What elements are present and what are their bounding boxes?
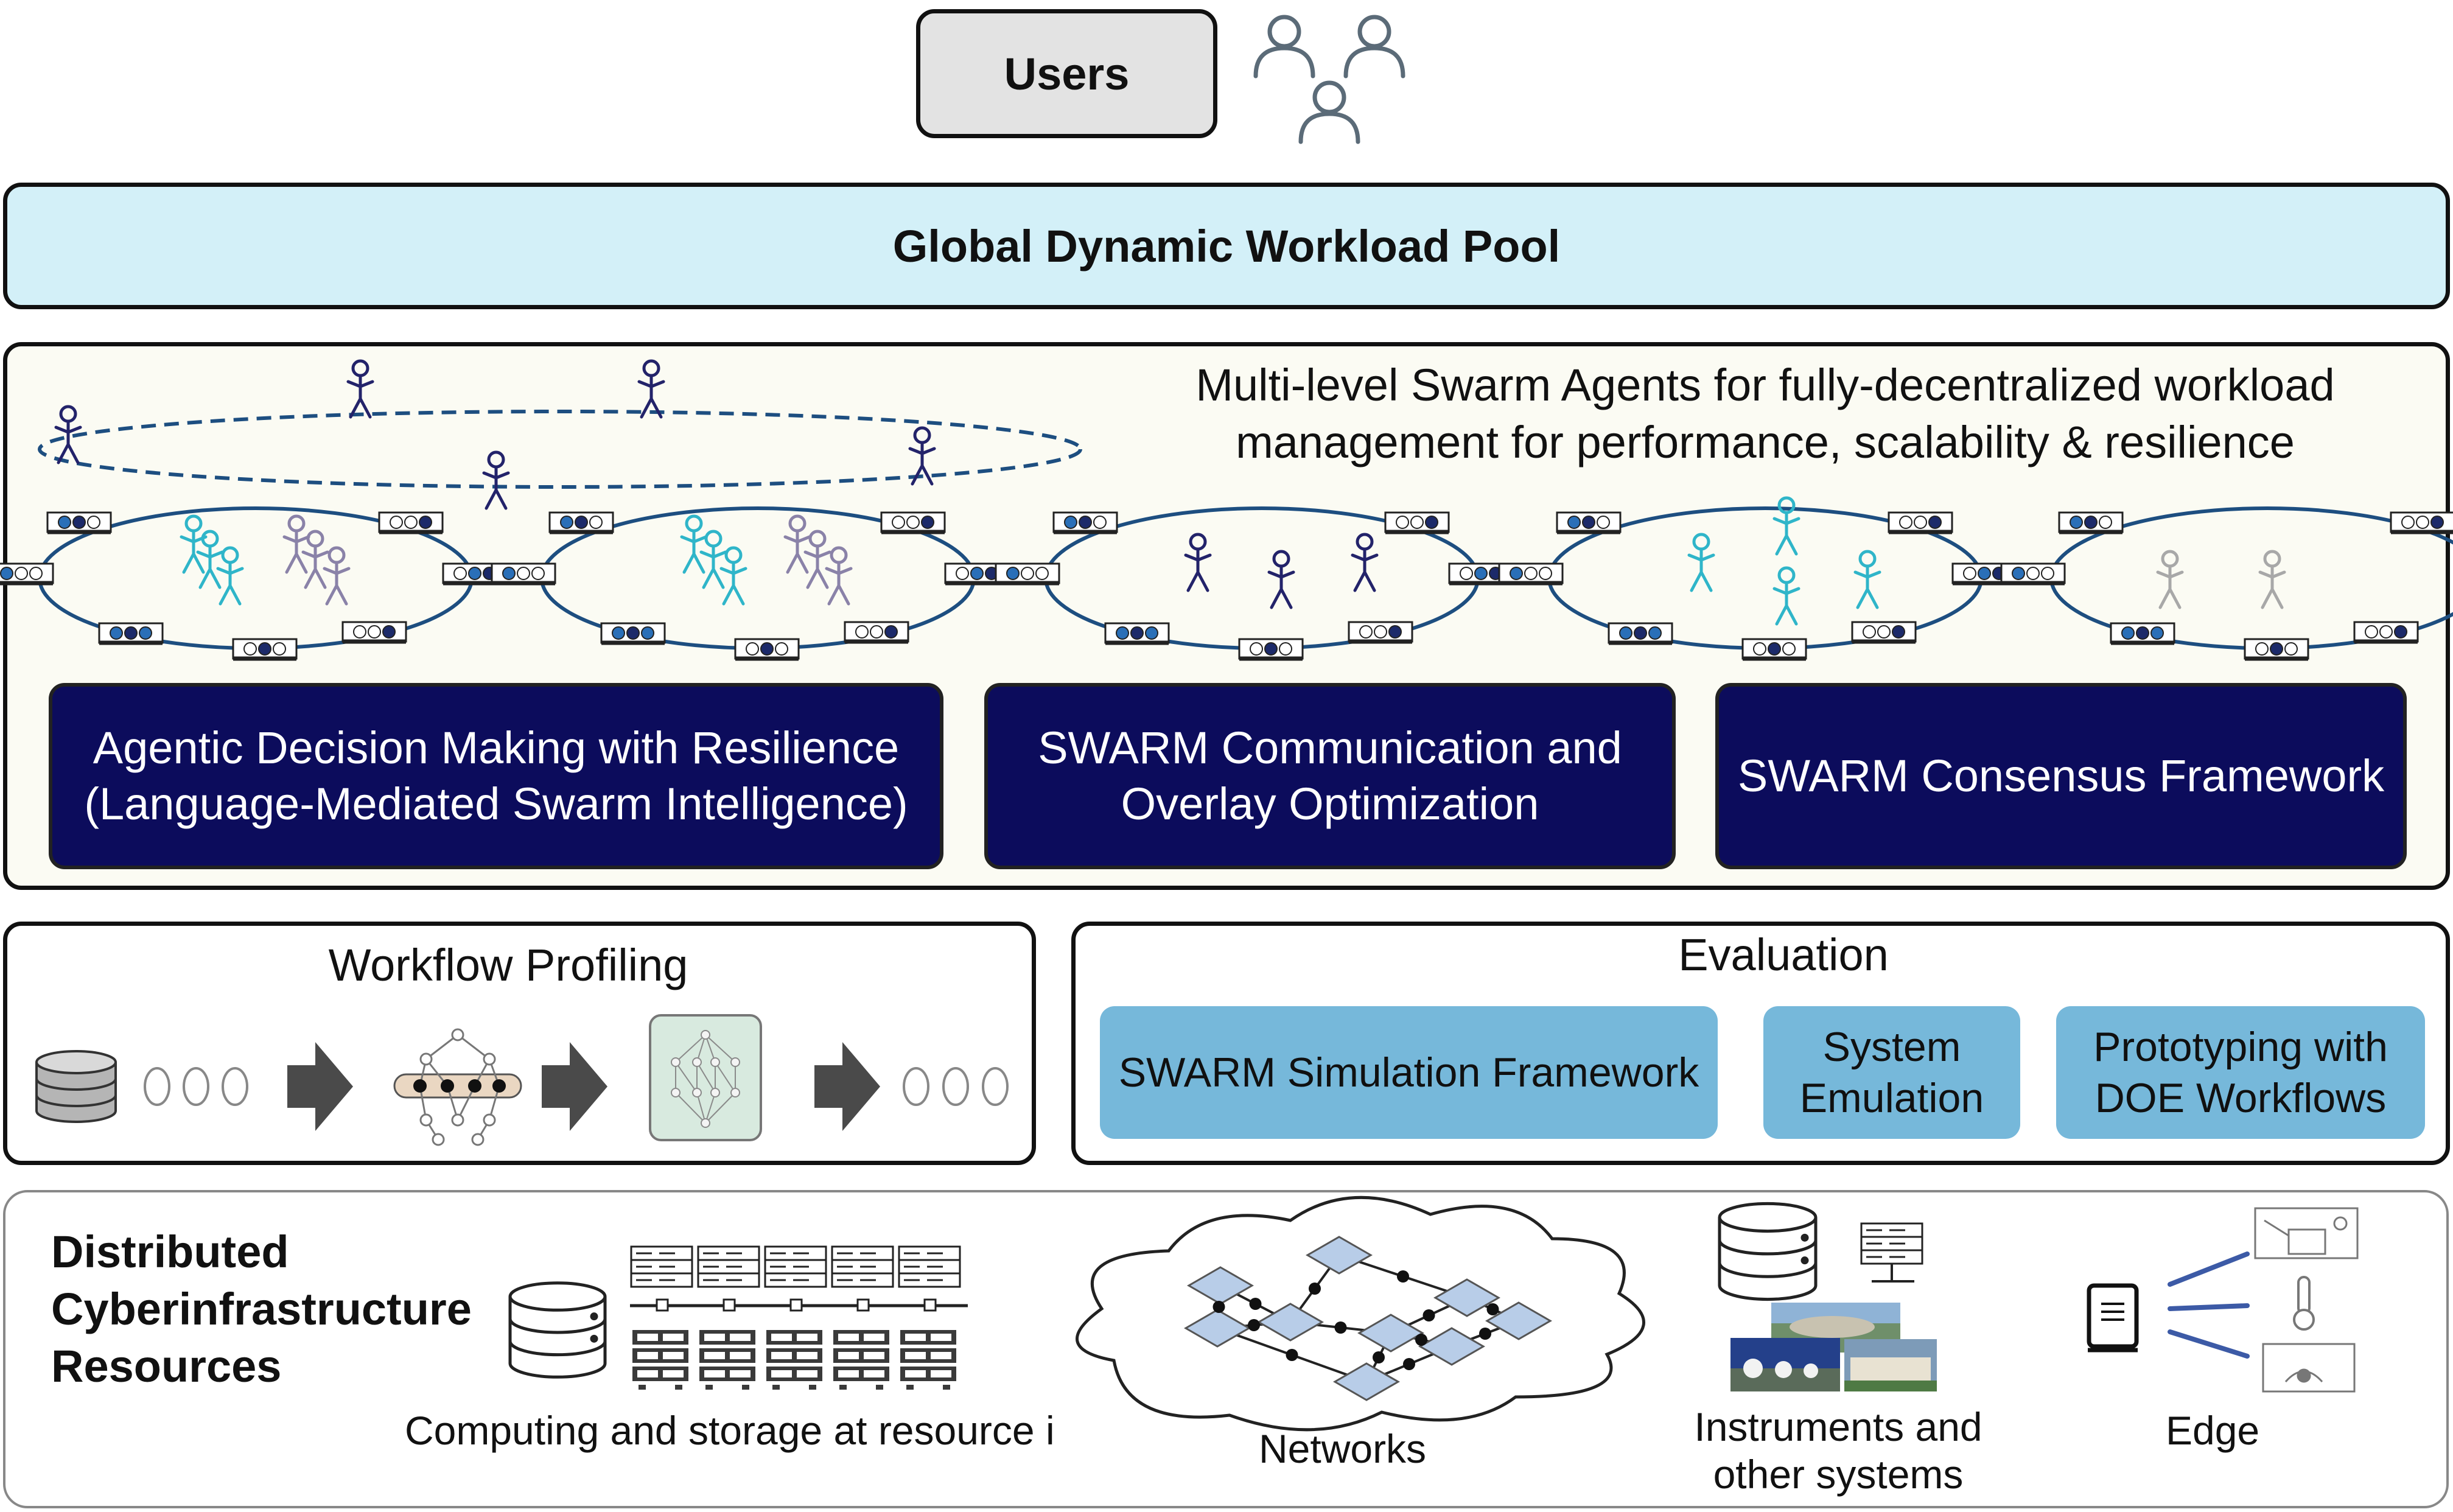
users-label: Users [1004, 48, 1130, 99]
simulation-framework-label: SWARM Simulation Framework [1118, 1049, 1699, 1096]
agentic-decision-line1: Agentic Decision Making with Resilience [93, 723, 900, 773]
doe-prototyping-box: Prototyping with DOE Workflows [2056, 1006, 2425, 1139]
instruments-line1: Instruments and [1694, 1404, 1982, 1449]
system-emulation-line2: Emulation [1799, 1075, 1984, 1121]
system-emulation-line1: System [1822, 1024, 1961, 1070]
workload-pool-label: Global Dynamic Workload Pool [892, 220, 1561, 271]
swarm-consensus-box: SWARM Consensus Framework [1715, 683, 2407, 869]
instruments-line2: other systems [1713, 1452, 1964, 1497]
networks-label: Networks [1259, 1426, 1427, 1471]
swarm-consensus-line1: SWARM Consensus Framework [1737, 751, 2385, 801]
swarm-communication-box: SWARM Communication and Overlay Optimiza… [984, 683, 1676, 869]
workflow-profiling-title-text: Workflow Profiling [328, 939, 688, 990]
agentic-decision-box: Agentic Decision Making with Resilience … [49, 683, 943, 869]
instruments-label: Instruments and other systems [1668, 1403, 2009, 1498]
system-emulation-box: System Emulation [1763, 1006, 2020, 1139]
doe-prototyping-line2: DOE Workflows [2094, 1075, 2387, 1121]
workload-pool-banner: Global Dynamic Workload Pool [3, 183, 2450, 309]
swarm-communication-line2: Overlay Optimization [1121, 779, 1539, 829]
swarm-communication-line1: SWARM Communication and [1038, 723, 1622, 773]
resources-title-line2: Cyberinfrastructure [51, 1284, 472, 1334]
simulation-framework-box: SWARM Simulation Framework [1100, 1006, 1718, 1139]
swarm-title: Multi-level Swarm Agents for fully-decen… [1126, 356, 2404, 472]
doe-prototyping-line1: Prototyping with [2093, 1024, 2388, 1070]
evaluation-title: Evaluation [1071, 924, 2453, 985]
evaluation-title-text: Evaluation [1678, 929, 1889, 980]
edge-label: Edge [2166, 1408, 2260, 1453]
swarm-title-line2: management for performance, scalability … [1236, 417, 2295, 467]
resources-title: Distributed Cyberinfrastructure Resource… [51, 1223, 472, 1395]
resources-title-line3: Resources [51, 1341, 282, 1391]
swarm-title-line1: Multi-level Swarm Agents for fully-decen… [1195, 360, 2335, 410]
users-box: Users [916, 9, 1217, 138]
resources-title-line1: Distributed [51, 1227, 289, 1277]
workflow-profiling-title: Workflow Profiling [3, 934, 1013, 995]
computing-label: Computing and storage at resource i [405, 1408, 1055, 1453]
agentic-decision-line2: (Language-Mediated Swarm Intelligence) [84, 779, 908, 829]
